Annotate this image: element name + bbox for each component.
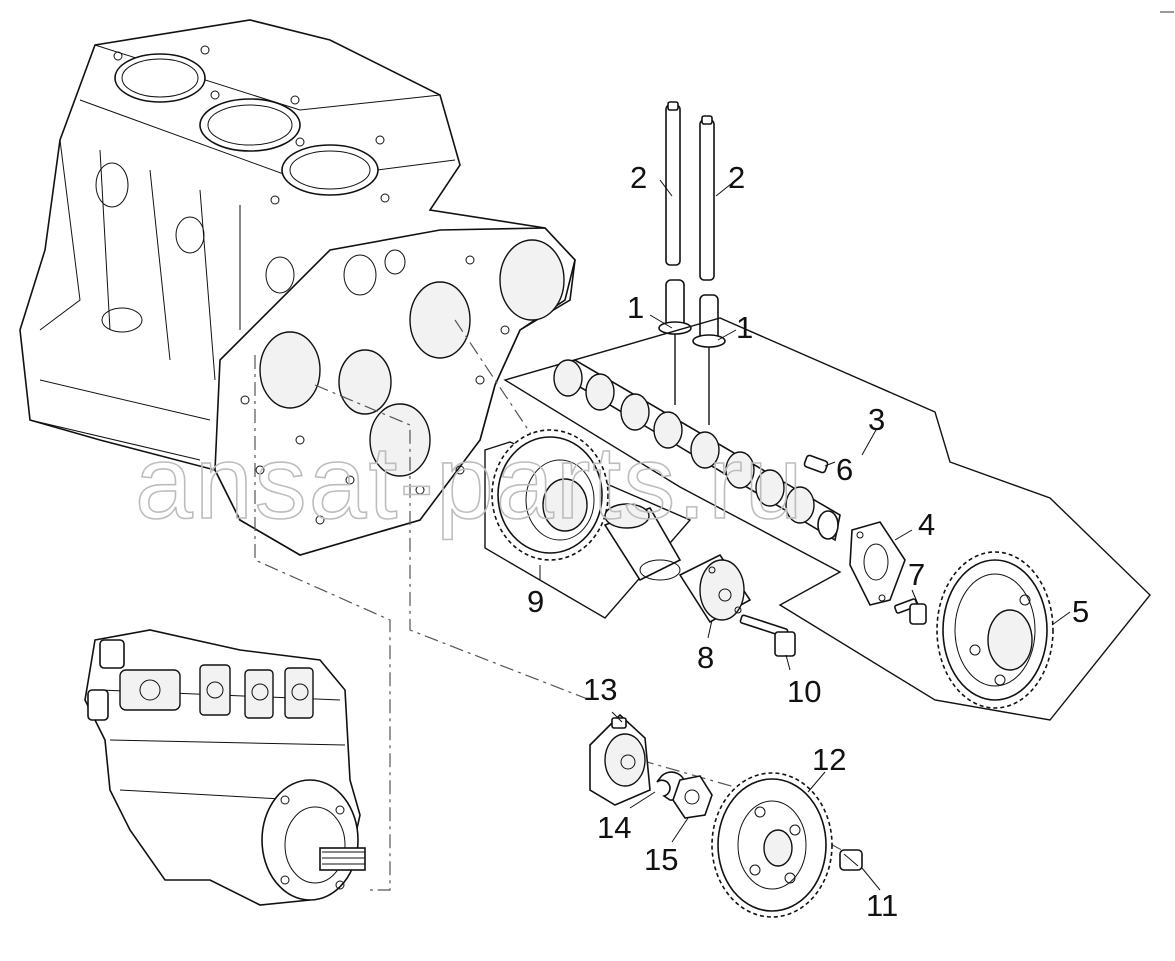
cam-gear [936,551,1054,709]
callout-1-right: 1 [736,310,753,345]
callout-4: 4 [918,507,935,542]
callout-15: 15 [644,842,678,877]
idle-gear-bolt [678,553,752,624]
callout-14: 14 [597,810,631,845]
callout-2-left: 2 [630,160,647,195]
pump-gear-hub [589,713,651,806]
callout-10: 10 [787,674,821,709]
nut [672,775,713,819]
callout-9: 9 [527,584,544,619]
camshaft-assembly [553,359,841,542]
bolt-11 [839,849,863,871]
leader-lines [539,179,1071,891]
watermark: ansat-parts.ru [135,425,805,541]
callout-13: 13 [583,672,617,707]
pump-gear-nut [739,614,796,657]
callout-6: 6 [836,452,853,487]
callout-2-right: 2 [728,160,745,195]
callout-11: 11 [866,888,898,923]
tappet [658,279,726,425]
callout-8: 8 [697,640,714,675]
callout-5: 5 [1072,594,1089,629]
camshaft-assembly-outline [503,317,1151,721]
callout-1-left: 1 [627,290,644,325]
callout-7: 7 [908,557,925,592]
fuel-injection-pump [84,629,366,906]
push-rod [665,101,715,281]
key [803,454,829,474]
callout-3: 3 [868,402,885,437]
fuel-pump-gear [711,772,833,918]
bolt [894,598,927,625]
idle-gear-assembly [491,429,609,561]
cylinder-block [19,19,576,556]
thrust-plate [849,521,906,606]
callout-12: 12 [812,742,846,777]
collar [603,503,682,582]
